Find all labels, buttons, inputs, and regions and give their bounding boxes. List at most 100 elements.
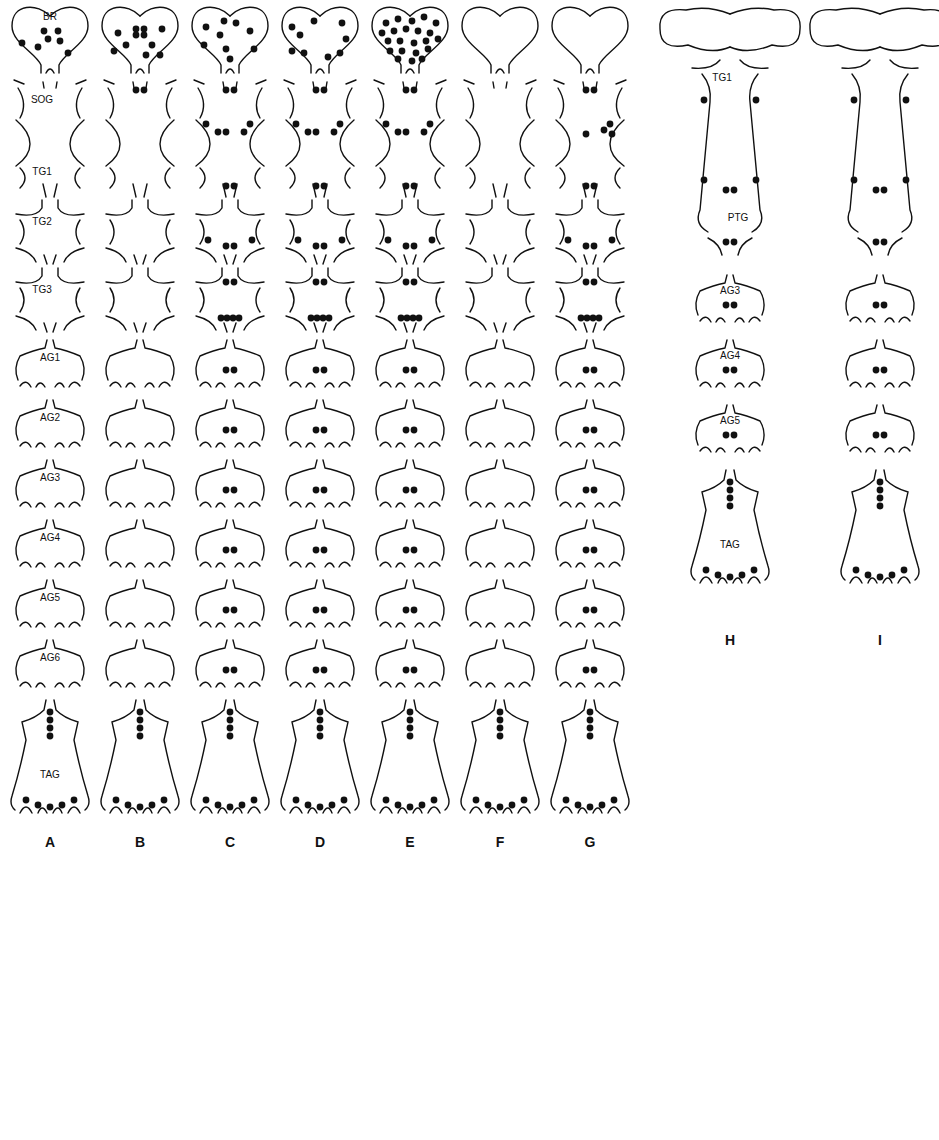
brain-outline <box>660 8 730 50</box>
neuron-dot <box>223 667 230 674</box>
neuron-dot <box>398 315 405 322</box>
neuron-dot <box>313 87 320 94</box>
ganglion-outline <box>466 340 497 387</box>
neuron-dot <box>203 797 210 804</box>
ganglion-outline <box>733 340 764 387</box>
ganglion-outline <box>286 340 317 387</box>
ganglion-outline <box>233 268 264 332</box>
ganglion-outline <box>593 640 624 687</box>
ganglion-outline <box>286 580 317 627</box>
neuron-dot <box>591 87 598 94</box>
ganglion-outline <box>143 200 174 264</box>
ganglion-outline <box>503 640 534 687</box>
ganglion-label: AG5 <box>40 593 60 603</box>
neuron-dot <box>407 717 414 724</box>
neuron-dot <box>231 183 238 190</box>
ganglion-label: TAG <box>720 540 740 550</box>
neuron-dot <box>223 607 230 614</box>
ganglion-outline <box>593 580 624 627</box>
neuron-dot <box>205 237 212 244</box>
brain-outline <box>552 7 590 73</box>
neuron-dot <box>407 804 414 811</box>
neuron-dot <box>851 177 858 184</box>
neuron-dot <box>596 315 603 322</box>
ganglion-label: AG6 <box>40 653 60 663</box>
neuron-dot <box>215 802 222 809</box>
neuron-dot <box>293 797 300 804</box>
neuron-dot <box>133 26 140 33</box>
neuron-dot <box>583 607 590 614</box>
neuron-dot <box>403 243 410 250</box>
brain-outline <box>406 69 414 73</box>
neuron-dot <box>313 243 320 250</box>
neuron-dot <box>215 129 222 136</box>
ganglion-outline <box>376 580 407 627</box>
neuron-dot <box>321 427 328 434</box>
neuron-dot <box>115 30 122 37</box>
ganglion-outline <box>196 340 227 387</box>
neuron-dot <box>409 58 416 65</box>
neuron-dot <box>521 797 528 804</box>
neuron-dot <box>41 28 48 35</box>
neuron-dot <box>383 797 390 804</box>
neuron-dot <box>404 315 411 322</box>
neuron-dot <box>339 20 346 27</box>
neuron-dot <box>873 432 880 439</box>
ganglion-outline <box>503 580 534 627</box>
ganglion-outline <box>888 60 918 255</box>
neuron-dot <box>313 279 320 286</box>
neuron-dot <box>59 802 66 809</box>
ganglion-outline <box>883 340 914 387</box>
ganglion-outline <box>883 275 914 322</box>
neuron-dot <box>321 367 328 374</box>
ganglion-outline <box>323 520 354 567</box>
neuron-dot <box>313 427 320 434</box>
brain-outline <box>496 69 504 73</box>
ganglion-label: AG3 <box>720 286 740 296</box>
neuron-dot <box>727 487 734 494</box>
ganglion-outline <box>233 580 264 627</box>
ganglion-outline <box>413 268 444 332</box>
neuron-dot <box>293 121 300 128</box>
neuron-dot <box>727 503 734 510</box>
neuron-dot <box>431 797 438 804</box>
neuron-dot <box>224 315 231 322</box>
panel-letter: F <box>496 835 505 849</box>
neuron-dot <box>851 97 858 104</box>
neuron-dot <box>407 733 414 740</box>
ganglion-outline <box>143 520 174 567</box>
neuron-dot <box>565 237 572 244</box>
neuron-dot <box>218 315 225 322</box>
neuron-dot <box>403 183 410 190</box>
panel-letter: I <box>878 633 882 647</box>
neuron-dot <box>231 243 238 250</box>
ganglion-outline <box>16 640 47 687</box>
ganglion-outline <box>593 460 624 507</box>
ganglion-outline <box>594 80 626 197</box>
neuron-dot <box>591 367 598 374</box>
neuron-dot <box>416 315 423 322</box>
neuron-dot <box>427 121 434 128</box>
neuron-dot <box>223 279 230 286</box>
ganglion-outline <box>11 700 47 813</box>
neuron-dot <box>411 40 418 47</box>
ganglion-outline <box>413 400 444 447</box>
neuron-dot <box>395 16 402 23</box>
neuron-dot <box>223 87 230 94</box>
neuron-dot <box>320 315 327 322</box>
brain-outline <box>590 7 628 73</box>
ganglion-outline <box>466 520 497 567</box>
neuron-dot <box>881 187 888 194</box>
neuron-dot <box>297 32 304 39</box>
neuron-dot <box>387 48 394 55</box>
ganglion-outline <box>556 460 587 507</box>
ganglion-outline <box>556 200 587 264</box>
neuron-dot <box>411 427 418 434</box>
neuron-dot <box>137 733 144 740</box>
neuron-dot <box>383 20 390 27</box>
neuron-dot <box>47 733 54 740</box>
ganglion-outline <box>53 460 84 507</box>
ganglion-outline <box>53 700 89 813</box>
neuron-dot <box>321 547 328 554</box>
ganglion-outline <box>53 200 84 264</box>
